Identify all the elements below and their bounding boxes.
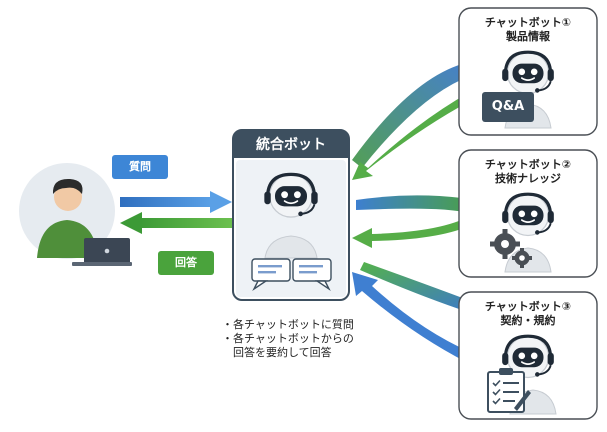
user-illustration (19, 163, 132, 266)
hub-notes: ・各チャットボットに質問 ・各チャットボットからの 回答を要約して回答 (222, 318, 392, 360)
loop-arrow-bot2 (352, 195, 474, 248)
bot-3-title: チャットボット③ 契約・規約 (459, 300, 597, 328)
bot-panel-1 (458, 7, 598, 136)
bot-panel-3 (458, 291, 598, 420)
question-tag: 質問 (112, 155, 168, 179)
clipboard-checklist-icon (487, 368, 531, 413)
chat-bubble-icon (251, 258, 291, 292)
bot-2-topic: 技術ナレッジ (495, 172, 561, 185)
note-line: ・各チャットボットからの (222, 332, 354, 345)
user-torso (37, 220, 98, 258)
pen-icon (514, 390, 531, 411)
user-hair (52, 178, 83, 194)
bot-1-name: チャットボット① (484, 16, 572, 29)
chat-bubble-icon (292, 258, 332, 292)
answer-tag: 回答 (158, 251, 214, 275)
bot-panel-2 (458, 149, 598, 278)
hub-bot-card (232, 129, 350, 301)
note-line: ・各チャットボットに質問 (222, 318, 354, 331)
loop-arrow-bot1 (352, 64, 472, 180)
hub-header (233, 130, 349, 158)
loop-arrow-bot3 (352, 262, 473, 362)
bot-3-topic: 契約・規約 (500, 314, 556, 327)
user-face (54, 183, 82, 211)
qa-badge-text: Q&A (491, 99, 525, 114)
bot-1-title: チャットボット① 製品情報 (459, 16, 597, 44)
bot-3-name: チャットボット③ (484, 300, 572, 313)
gear-icon (490, 229, 532, 268)
bot-2-title: チャットボット② 技術ナレッジ (459, 158, 597, 186)
hub-title: 統合ボット (256, 137, 326, 153)
bot-1-topic: 製品情報 (506, 30, 550, 43)
note-line: 回答を要約して回答 (233, 346, 332, 359)
bot-2-name: チャットボット② (484, 158, 572, 171)
question-arrow (120, 191, 232, 213)
answer-arrow (120, 212, 232, 234)
qa-board-icon (482, 92, 534, 122)
